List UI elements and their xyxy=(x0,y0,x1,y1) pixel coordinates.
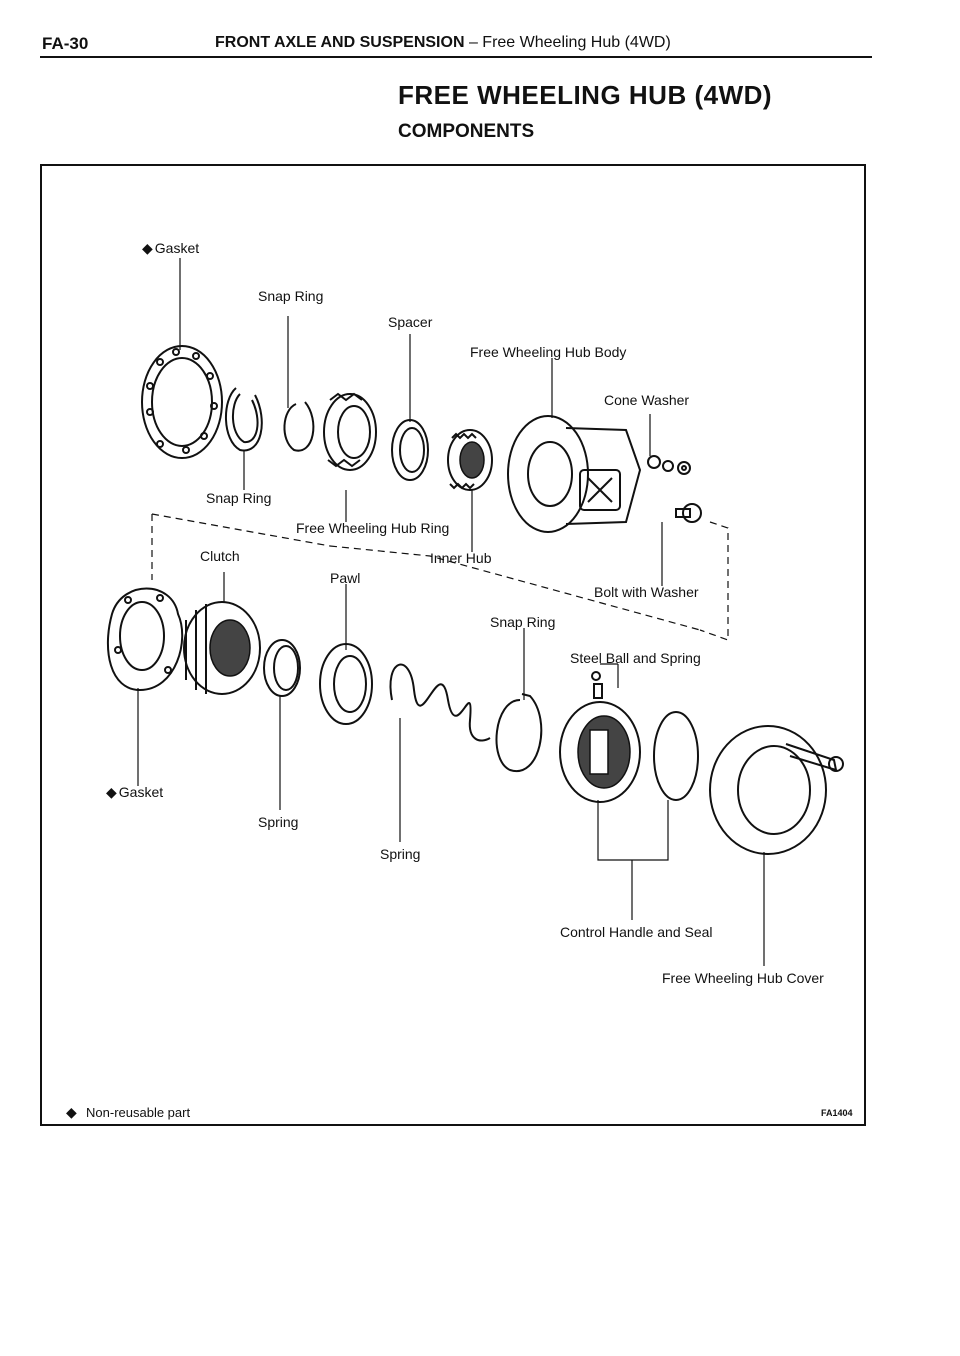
label-cone-washer: Cone Washer xyxy=(604,392,690,408)
figure-code: FA1404 xyxy=(821,1108,853,1118)
label-pawl: Pawl xyxy=(330,570,361,586)
section-bold: FRONT AXLE AND SUSPENSION xyxy=(215,34,465,51)
inner-hub-part xyxy=(447,429,493,491)
snap-ring-mid-part xyxy=(283,401,315,452)
label-spring-2: Spring xyxy=(380,846,421,862)
diamond-icon: ◆ xyxy=(142,240,153,256)
diamond-icon: ◆ xyxy=(66,1104,77,1120)
page-subtitle: COMPONENTS xyxy=(398,121,535,142)
page-code: FA-30 xyxy=(42,34,89,53)
label-clutch: Clutch xyxy=(200,548,240,564)
steel-ball-part xyxy=(591,671,603,699)
header-rule xyxy=(40,56,872,58)
section-rest: – Free Wheeling Hub (4WD) xyxy=(468,34,671,51)
bolt-washer-part xyxy=(675,503,702,523)
control-handle-part xyxy=(559,701,641,803)
hub-ring-part xyxy=(323,392,377,471)
diamond-icon: ◆ xyxy=(106,784,117,800)
label-steel-ball: Steel Ball and Spring xyxy=(570,650,701,666)
label-bolt-washer: Bolt with Washer xyxy=(594,584,699,600)
pawl-part xyxy=(319,643,373,725)
spring-2-part xyxy=(389,663,491,742)
clutch-part xyxy=(183,601,261,695)
label-gasket-top: ◆Gasket xyxy=(142,240,200,256)
label-hub-cover: Free Wheeling Hub Cover xyxy=(662,970,824,986)
hub-cover-part xyxy=(709,725,844,855)
gasket-top-part xyxy=(141,345,223,459)
label-spacer: Spacer xyxy=(388,314,433,330)
label-snap-ring-low: Snap Ring xyxy=(490,614,556,630)
snap-ring-top-part xyxy=(224,387,263,452)
label-spring-1: Spring xyxy=(258,814,299,830)
gasket-bottom-part xyxy=(106,587,184,692)
label-gasket-bottom: ◆Gasket xyxy=(106,784,164,800)
page-title: FREE WHEELING HUB (4WD) xyxy=(398,80,773,110)
hub-body-part xyxy=(507,415,642,533)
spring-1-part xyxy=(263,639,301,697)
label-hub-ring: Free Wheeling Hub Ring xyxy=(296,520,450,536)
label-snap-ring-mid: Snap Ring xyxy=(206,490,272,506)
label-control-handle: Control Handle and Seal xyxy=(560,924,713,940)
label-snap-ring-top: Snap Ring xyxy=(258,288,324,304)
snap-ring-low-part xyxy=(495,693,543,773)
seal-part xyxy=(653,711,699,801)
section-header: FRONT AXLE AND SUSPENSION – Free Wheelin… xyxy=(215,34,671,52)
legend-nonreusable: ◆ Non-reusable part xyxy=(66,1104,191,1120)
label-inner-hub: Inner Hub xyxy=(430,550,492,566)
diagram-frame xyxy=(40,164,866,1126)
cone-washer-part xyxy=(647,455,691,475)
label-hub-body: Free Wheeling Hub Body xyxy=(470,344,627,360)
